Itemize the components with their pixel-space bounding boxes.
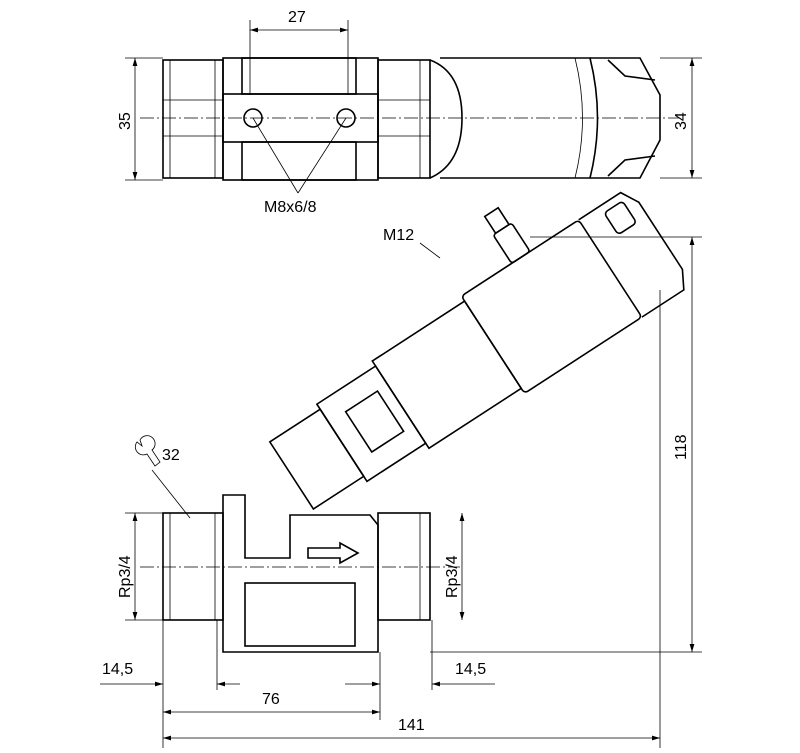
dim-76: 76 (262, 691, 280, 708)
actuator (268, 191, 685, 511)
top-view: 27 35 34 M8x6/8 (117, 9, 702, 216)
dim-35: 35 (117, 112, 134, 130)
wrench-size: 32 (162, 447, 180, 464)
connector-label: M12 (383, 227, 414, 244)
dim-14-5-left: 14,5 (102, 661, 133, 678)
side-view: M12 32 Rp3/4 Rp3/4 118 14,5 14,5 76 (100, 191, 702, 748)
dim-14-5-right: 14,5 (455, 661, 486, 678)
dim-27: 27 (288, 9, 306, 26)
thread-right: Rp3/4 (444, 555, 461, 598)
thread-left: Rp3/4 (117, 555, 134, 598)
thread-holes-label: M8x6/8 (264, 199, 317, 216)
dim-34: 34 (673, 112, 690, 130)
dim-141: 141 (398, 717, 425, 734)
flow-arrow-icon (307, 541, 360, 565)
dim-118: 118 (673, 434, 690, 460)
wrench-icon (134, 435, 161, 467)
